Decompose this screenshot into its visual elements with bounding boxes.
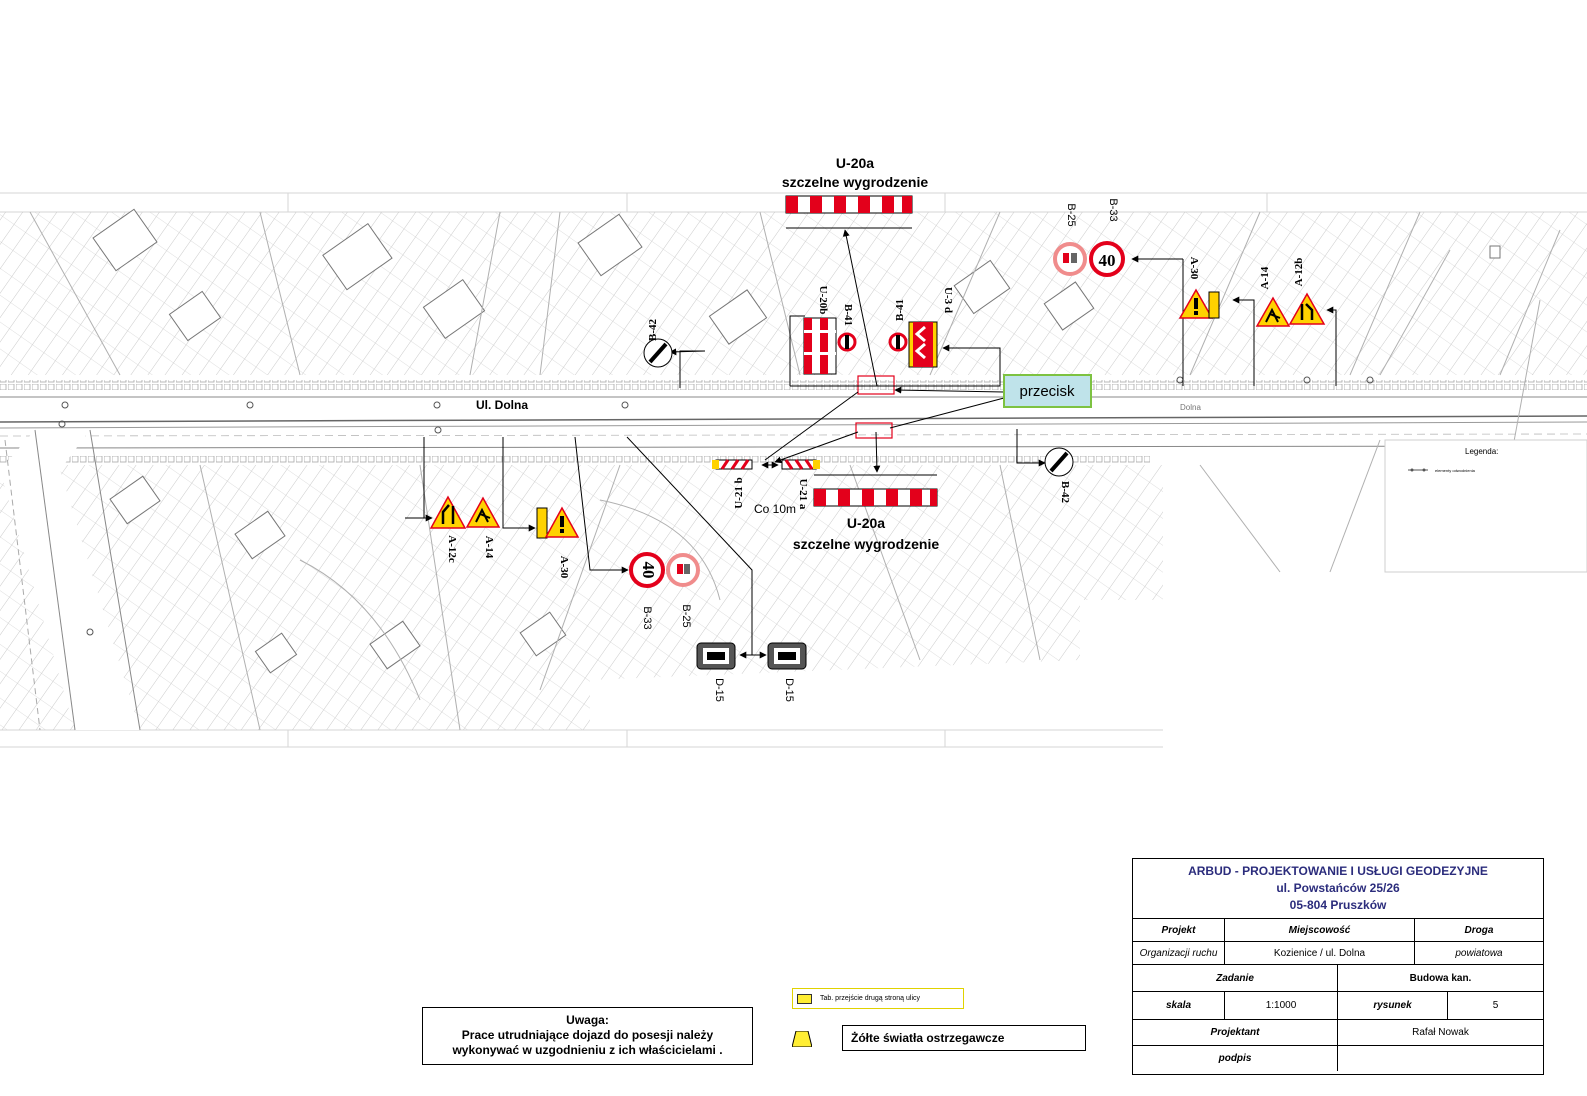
rysunek-value: 5	[1492, 1000, 1499, 1011]
b25-bottom-label: B-25	[680, 604, 692, 627]
b42-left-label: B-42	[647, 319, 659, 342]
u20a-bottom-desc: szczelne wygrodzenie	[793, 536, 939, 552]
sign-a30-left: A-30	[536, 506, 580, 579]
zadanie-header: Zadanie	[1133, 965, 1338, 991]
u3d-label: U-3 d	[942, 287, 954, 313]
legend-title: Legenda:	[1465, 447, 1498, 456]
skala-header: skala	[1133, 992, 1225, 1019]
a14-right-label: A-14	[1259, 266, 1271, 289]
u20a-bottom-label: U-20a	[847, 515, 885, 531]
a12b-label: A-12b	[1293, 258, 1305, 287]
sign-u3d: U-3 d	[908, 287, 954, 368]
a30-right-label: A-30	[1188, 257, 1200, 280]
sign-u20b: U-20b	[803, 286, 837, 375]
u21b-label: U-21 b	[733, 477, 745, 508]
sign-b42-left: B-42	[643, 319, 673, 368]
title-block: ARBUD - PROJEKTOWANIE I USŁUGI GEODEZYJN…	[1132, 858, 1544, 1075]
sign-d15-a: D-15	[696, 642, 736, 702]
skala-value: 1:1000	[1225, 992, 1338, 1019]
legend-lights-label: Żółte światła ostrzegawcze	[851, 1031, 1005, 1045]
b33-bottom-value: 40	[639, 562, 658, 579]
legend-tab-label: Tab. przejście drugą stroną ulicy	[820, 995, 920, 1002]
legend-tab-item: Tab. przejście drugą stroną ulicy	[792, 988, 964, 1009]
b33-top-label: B-33	[1107, 198, 1119, 221]
legend-lights-item: Żółte światła ostrzegawcze	[842, 1025, 1086, 1051]
b33-bottom-label: B-33	[641, 606, 653, 629]
street-label: Ul. Dolna	[476, 398, 528, 412]
u21a-label: U-21 a	[797, 479, 809, 510]
sign-a14-right: A-14	[1255, 266, 1291, 327]
work-zone-upper	[857, 375, 895, 395]
note-line1: Prace utrudniające dojazd do posesji nal…	[461, 1028, 714, 1042]
company-city: 05-804 Pruszków	[1289, 898, 1387, 912]
przecisk-label: przecisk	[1019, 383, 1075, 400]
b41-a-label: B-41	[842, 304, 854, 326]
legend-item: elementy odwodnienia	[1435, 468, 1476, 473]
a30-left-label: A-30	[558, 556, 570, 579]
a14-left-label: A-14	[483, 536, 495, 559]
company-address: ul. Powstańców 25/26	[1276, 881, 1400, 895]
sign-a30-right: A-30	[1178, 257, 1220, 319]
sign-u21b: U-21 b	[712, 459, 753, 509]
przecisk-box: przecisk	[1003, 374, 1092, 408]
sign-b25-top: B-25	[1053, 203, 1087, 276]
sign-b42-right: B-42	[1044, 447, 1074, 504]
sign-b25-bottom: B-25	[666, 553, 700, 628]
sign-a12b: A-12b	[1288, 258, 1326, 325]
sign-u21a: U-21 a	[781, 459, 820, 510]
projekt-header: Projekt	[1133, 919, 1225, 941]
company-name: ARBUD - PROJEKTOWANIE I USŁUGI GEODEZYJN…	[1188, 864, 1488, 878]
rysunek-header: rysunek	[1338, 992, 1448, 1019]
sign-b41-b: B-41	[888, 299, 908, 352]
sign-d15-b: D-15	[767, 642, 807, 702]
sign-a12c: A-12c	[429, 495, 467, 563]
note-title: Uwaga:	[566, 1013, 609, 1027]
street-label-small: Dolna	[1180, 403, 1201, 412]
b42-right-label: B-42	[1059, 481, 1071, 504]
work-zone-lower	[855, 422, 893, 439]
b33-top-value: 40	[1099, 251, 1116, 270]
note-box: Uwaga: Prace utrudniające dojazd do pose…	[422, 1007, 753, 1065]
sign-b33-bottom: 40 B-33	[629, 552, 665, 630]
co10m-label: Co 10m	[754, 502, 796, 516]
legend-panel: Legenda: elementy odwodnienia	[1384, 439, 1587, 573]
zadanie-value: Budowa kan.	[1409, 972, 1472, 984]
sign-b33-top: 40 B-33	[1089, 198, 1125, 277]
leader-lines	[405, 229, 1337, 659]
sign-b41-a: B-41	[837, 304, 857, 352]
u20b-label: U-20b	[817, 286, 829, 315]
barrier-u20a-bottom: U-20a szczelne wygrodzenie	[793, 474, 939, 552]
a12c-label: A-12c	[446, 535, 458, 563]
d15-a-label: D-15	[713, 678, 725, 702]
podpis-value	[1338, 1046, 1543, 1071]
sign-a14-left: A-14	[465, 496, 501, 559]
note-line2: wykonywać w uzgodnieniu z ich właściciel…	[452, 1043, 723, 1057]
b41-b-label: B-41	[894, 299, 906, 321]
barrier-u20a-top: U-20a szczelne wygrodzenie	[782, 155, 928, 229]
u20a-top-label: U-20a	[836, 155, 874, 171]
projektant-header: Projektant	[1133, 1020, 1338, 1045]
yellow-light-icon	[792, 1031, 812, 1047]
d15-b-label: D-15	[783, 678, 795, 702]
u20a-top-desc: szczelne wygrodzenie	[782, 174, 928, 190]
droga-header: Droga	[1464, 924, 1494, 936]
projektant-value: Rafał Nowak	[1412, 1027, 1469, 1038]
miejscowosc-header: Miejscowość	[1225, 919, 1415, 941]
miejscowosc-value: Kozienice / ul. Dolna	[1225, 942, 1415, 964]
base-map	[0, 208, 1587, 731]
projekt-value: Organizacji ruchu	[1133, 942, 1225, 964]
yellow-tab-swatch	[797, 993, 812, 1004]
podpis-header: podpis	[1133, 1046, 1338, 1071]
b25-top-label: B-25	[1065, 203, 1077, 226]
droga-value: powiatowa	[1455, 947, 1503, 959]
title-block-header: ARBUD - PROJEKTOWANIE I USŁUGI GEODEZYJN…	[1133, 859, 1543, 919]
